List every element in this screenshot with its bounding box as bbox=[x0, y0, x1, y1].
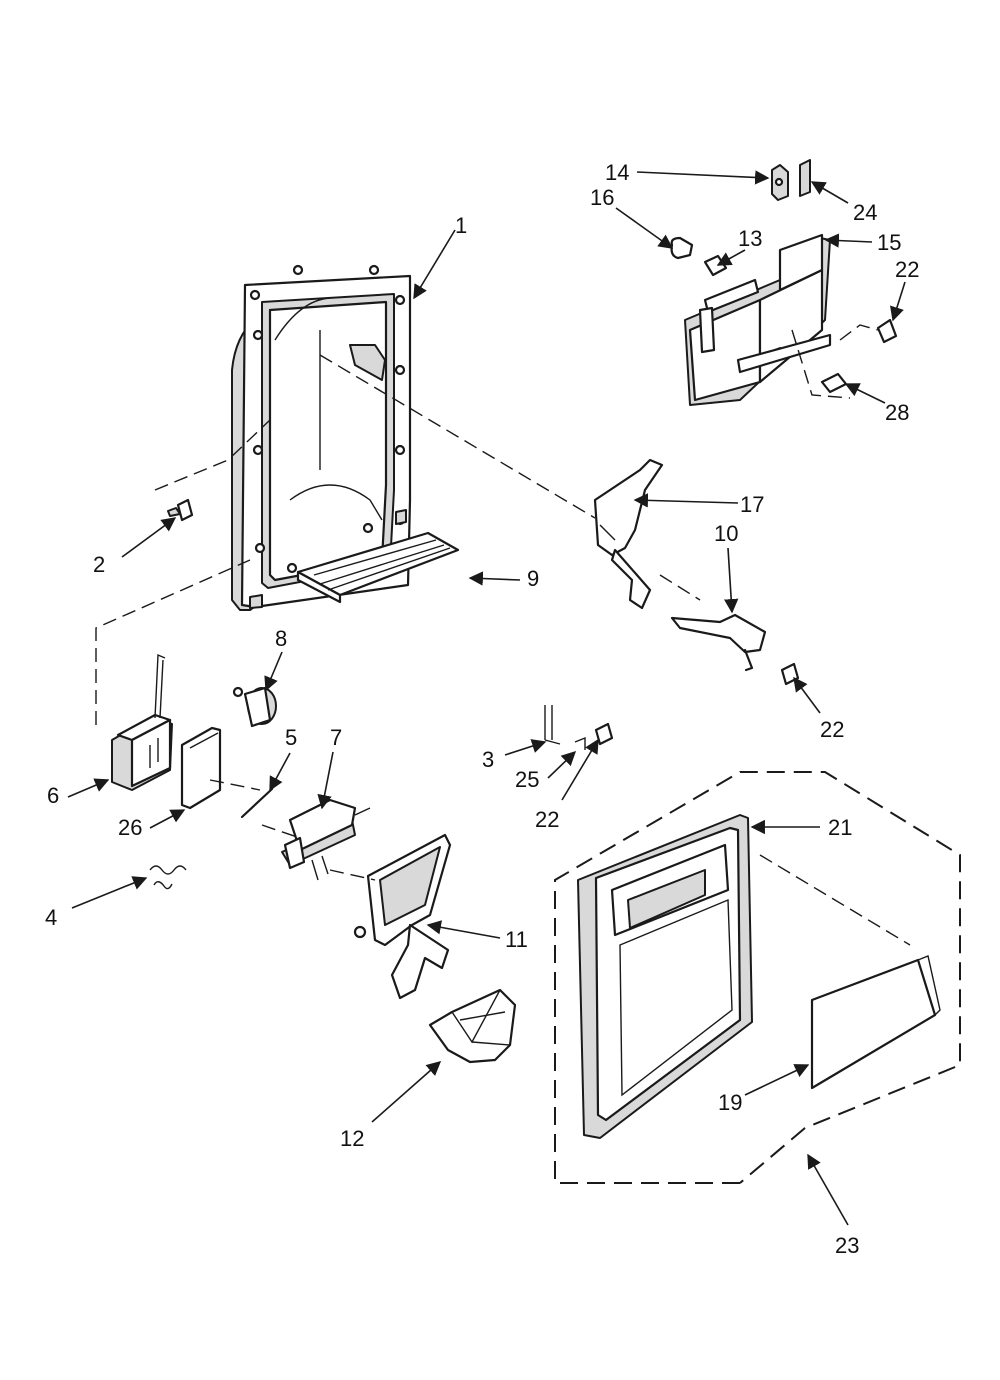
callout-11: 11 bbox=[505, 927, 528, 952]
callout-23: 23 bbox=[835, 1233, 859, 1258]
part-24-cover bbox=[799, 159, 811, 197]
callout-16: 16 bbox=[590, 185, 614, 210]
part-26-flap bbox=[180, 726, 222, 810]
part-21-front-panel bbox=[577, 814, 753, 1139]
part-10-water-lever bbox=[670, 613, 767, 672]
part-15-bracket-assembly bbox=[684, 233, 832, 406]
callout-22-lower: 22 bbox=[535, 807, 559, 832]
callout-9: 9 bbox=[527, 566, 539, 591]
part-11-ice-chute-lever bbox=[353, 833, 452, 1000]
callout-24: 24 bbox=[853, 200, 877, 225]
part-19-shield bbox=[810, 955, 941, 1090]
callout-28: 28 bbox=[885, 400, 909, 425]
callout-22-top: 22 bbox=[895, 257, 919, 282]
part-3-25-clips bbox=[544, 705, 586, 750]
part-22-screws bbox=[594, 318, 898, 746]
dashed-assembly-lines bbox=[95, 324, 961, 1184]
leader-lines bbox=[67, 170, 906, 1226]
callout-6: 6 bbox=[47, 783, 59, 808]
callout-10: 10 bbox=[714, 521, 738, 546]
callout-12: 12 bbox=[340, 1126, 364, 1151]
callout-4: 4 bbox=[45, 905, 57, 930]
callout-labels: 1 2 9 8 5 7 6 26 4 11 12 3 25 22 22 10 1… bbox=[45, 160, 919, 1258]
part-13-socket bbox=[703, 254, 728, 277]
part-17-actuator-arm bbox=[593, 458, 664, 610]
callout-26: 26 bbox=[118, 815, 142, 840]
part-8-motor bbox=[232, 686, 277, 728]
callout-25: 25 bbox=[515, 767, 539, 792]
callout-14: 14 bbox=[605, 160, 629, 185]
part-4-springs bbox=[149, 865, 187, 890]
callout-2: 2 bbox=[93, 552, 105, 577]
part-16-bulb bbox=[670, 236, 694, 260]
callout-19: 19 bbox=[718, 1090, 742, 1115]
callout-15: 15 bbox=[877, 230, 901, 255]
part-28-clip bbox=[820, 372, 848, 394]
callout-22-mid: 22 bbox=[820, 717, 844, 742]
part-5-pin bbox=[240, 787, 274, 819]
callout-21: 21 bbox=[828, 815, 852, 840]
callout-7: 7 bbox=[330, 725, 342, 750]
part-2-screw bbox=[167, 498, 194, 522]
part-1-housing-frame bbox=[231, 264, 412, 611]
part-6-solenoid-housing bbox=[111, 653, 173, 791]
callout-17: 17 bbox=[740, 492, 764, 517]
part-9-drip-tray bbox=[296, 531, 460, 604]
callout-1: 1 bbox=[455, 213, 467, 238]
callout-8: 8 bbox=[275, 626, 287, 651]
part-12-ice-chute-cup bbox=[428, 988, 517, 1064]
part-7-actuator-bracket bbox=[281, 798, 371, 881]
callout-3: 3 bbox=[482, 747, 494, 772]
callout-5: 5 bbox=[285, 725, 297, 750]
callout-13: 13 bbox=[738, 226, 762, 251]
part-14-switch bbox=[771, 164, 789, 201]
